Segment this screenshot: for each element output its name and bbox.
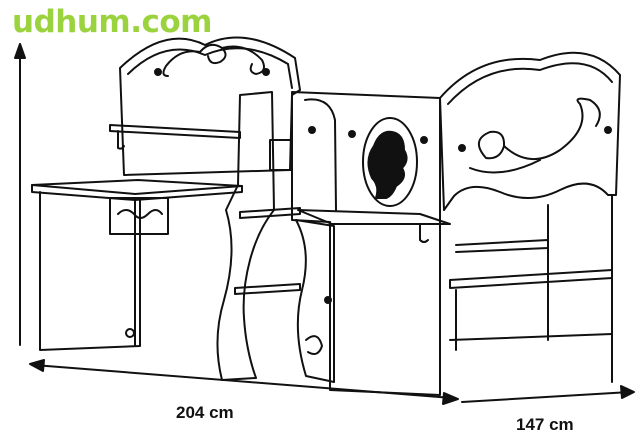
drawer-scroll bbox=[117, 209, 163, 219]
width-label: 204 cm bbox=[176, 403, 234, 422]
upper-shelf bbox=[109, 124, 241, 150]
left-headboard bbox=[119, 36, 301, 176]
middle-shelves bbox=[234, 207, 301, 295]
cameo-oval bbox=[362, 117, 418, 207]
bed-desk-shelf bbox=[297, 209, 451, 243]
desk-knob bbox=[125, 328, 135, 338]
bed-cabinet bbox=[291, 91, 441, 396]
cameo-silhouette bbox=[367, 130, 408, 199]
watermark-logo: udhum.com bbox=[12, 4, 212, 40]
right-headboard bbox=[439, 51, 621, 211]
headboard-scroll bbox=[478, 130, 506, 160]
depth-label: 147 cm bbox=[516, 415, 574, 434]
left-desk bbox=[31, 179, 243, 351]
width-dimension-line bbox=[29, 359, 459, 405]
depth-dimension-line bbox=[461, 385, 635, 403]
height-dimension bbox=[14, 43, 26, 346]
right-shelves bbox=[449, 194, 613, 383]
scroll-ornament bbox=[199, 43, 227, 65]
panel-scroll bbox=[305, 335, 323, 355]
central-divider bbox=[216, 91, 293, 381]
